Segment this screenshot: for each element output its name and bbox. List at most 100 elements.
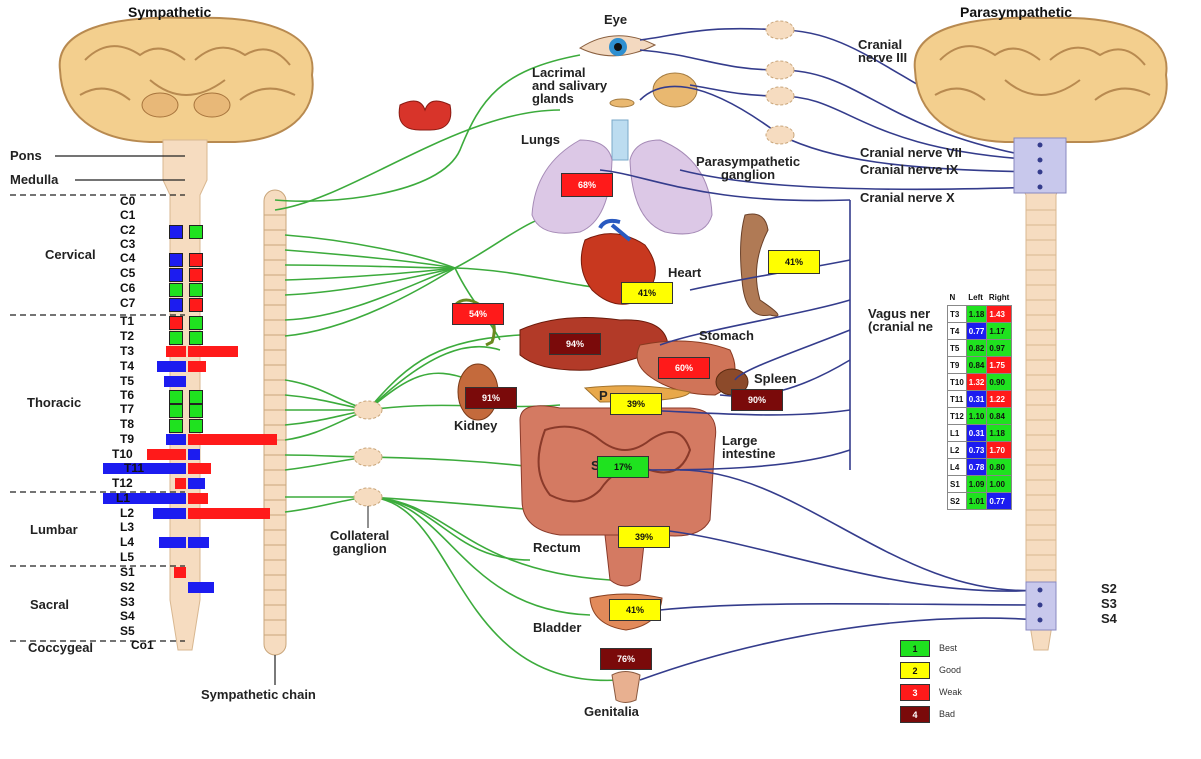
kidney-label: Kidney: [454, 418, 498, 433]
small-intestine-label: S: [591, 458, 600, 473]
marker-c5-left: [169, 268, 183, 282]
bar-l1-right: [188, 493, 208, 504]
cell-left: 0.73: [965, 441, 988, 459]
cell-right: 1.22: [986, 390, 1012, 408]
cell-right: 1.70: [986, 441, 1012, 459]
cell-right: 1.75: [986, 356, 1012, 374]
segment-label-c1: C1: [120, 208, 136, 222]
score-badge-genitalia: 76%: [600, 648, 652, 670]
cranial-nerve-iii-label: Cranial nerve III: [858, 37, 908, 65]
score-badge-esophagus: 41%: [768, 250, 820, 274]
lungs-label: Lungs: [521, 132, 560, 147]
region-lumbar: Lumbar: [30, 522, 78, 537]
marker-c6-left: [169, 283, 183, 297]
segment-label-t1: T1: [120, 314, 135, 328]
segment-label-s5: S5: [120, 624, 135, 638]
medulla-label: Medulla: [10, 172, 59, 187]
cell-n: S2: [947, 492, 967, 510]
cell-n: T3: [947, 305, 967, 323]
marker-c2-left: [169, 225, 183, 239]
parasympathetic-header: Parasympathetic: [960, 4, 1073, 20]
sympathetic-chain-label: Sympathetic chain: [201, 687, 316, 702]
right-spinal-cord: [1013, 137, 1067, 651]
score-badge-adrenal: 54%: [452, 303, 504, 325]
segment-label-t11: T11: [124, 461, 145, 475]
cranial-nerve-x-label: Cranial nerve X: [860, 190, 955, 205]
bar-t9-left: [166, 434, 186, 445]
segment-label-t7: T7: [120, 402, 135, 416]
cell-n: T12: [947, 407, 967, 425]
score-badge-bladder: 41%: [609, 599, 661, 621]
parasympathetic-ganglion-label: Parasympathetic ganglion: [696, 154, 801, 182]
bar-t10-left: [147, 449, 186, 460]
bar-t3-right: [188, 346, 238, 357]
segment-label-t12: T12: [112, 476, 133, 490]
genitalia-label: Genitalia: [584, 704, 639, 719]
marker-c7-right: [189, 298, 203, 312]
segment-label-s4: S4: [120, 609, 135, 623]
marker-c4-right: [189, 253, 203, 267]
spleen-label: Spleen: [754, 371, 797, 386]
bar-t11-left: [103, 463, 186, 474]
score-badge-kidney: 91%: [465, 387, 517, 409]
cell-left: 0.84: [965, 356, 988, 374]
right-brain: [913, 16, 1168, 143]
region-coccygeal: Coccygeal: [28, 640, 94, 655]
segment-label-s2: S2: [120, 580, 135, 594]
stomach-label: Stomach: [699, 328, 754, 343]
segment-label-l4: L4: [120, 535, 135, 549]
segment-label-s1: S1: [120, 565, 135, 579]
cranial-nerve-vii-label: Cranial nerve VII: [860, 145, 962, 160]
score-badge-stomach: 60%: [658, 357, 710, 379]
bar-t5-left: [164, 376, 186, 387]
cell-right: 1.18: [986, 424, 1012, 442]
bar-t3-left: [166, 346, 186, 357]
left-spinal-cord: [10, 139, 208, 651]
segment-label-c4: C4: [120, 251, 136, 265]
bar-l2-left: [153, 508, 186, 519]
cell-left: 0.31: [965, 424, 988, 442]
left-brain: [58, 16, 314, 143]
bar-t4-right: [188, 361, 206, 372]
segment-label-t8: T8: [120, 417, 135, 431]
marker-c4-left: [169, 253, 183, 267]
glands-label: Lacrimal and salivary glands: [532, 65, 608, 106]
segment-label-c2: C2: [120, 223, 136, 237]
legend-label-best: Best: [939, 643, 958, 653]
marker-t7-right: [189, 404, 203, 418]
sympathetic-nerves: [274, 54, 621, 681]
score-badge-spleen: 90%: [731, 389, 783, 411]
segment-label-l2: L2: [120, 506, 135, 520]
cell-right: 0.77: [986, 492, 1012, 510]
marker-c7-left: [169, 298, 183, 312]
segment-label-l3: L3: [120, 520, 135, 534]
score-badge-rectum: 39%: [618, 526, 670, 548]
segment-label-t3: T3: [120, 344, 135, 358]
segment-label-t9: T9: [120, 432, 135, 446]
marker-t6-right: [189, 390, 203, 404]
bar-s1-left: [174, 567, 186, 578]
legend-swatch-weak: 3: [900, 684, 930, 701]
rectum-label: Rectum: [533, 540, 581, 555]
cell-right: 1.17: [986, 322, 1012, 340]
bar-l2-right: [188, 508, 270, 519]
large-intestine-label: Large intestine: [722, 433, 776, 461]
segment-label-c5: C5: [120, 266, 136, 280]
bar-l1-left: [103, 493, 186, 504]
marker-t1-left: [169, 316, 183, 330]
legend-swatch-bad: 4: [900, 706, 930, 723]
segment-label-s3: S3: [120, 595, 135, 609]
cell-left: 1.01: [965, 492, 988, 510]
marker-c5-right: [189, 268, 203, 282]
pancreas-label: P: [599, 388, 608, 403]
segment-label-t5: T5: [120, 374, 135, 388]
collateral-ganglion-label: Collateral ganglion: [330, 528, 390, 556]
segment-label-l1: L1: [116, 491, 131, 505]
score-badge-heart: 41%: [621, 282, 673, 304]
